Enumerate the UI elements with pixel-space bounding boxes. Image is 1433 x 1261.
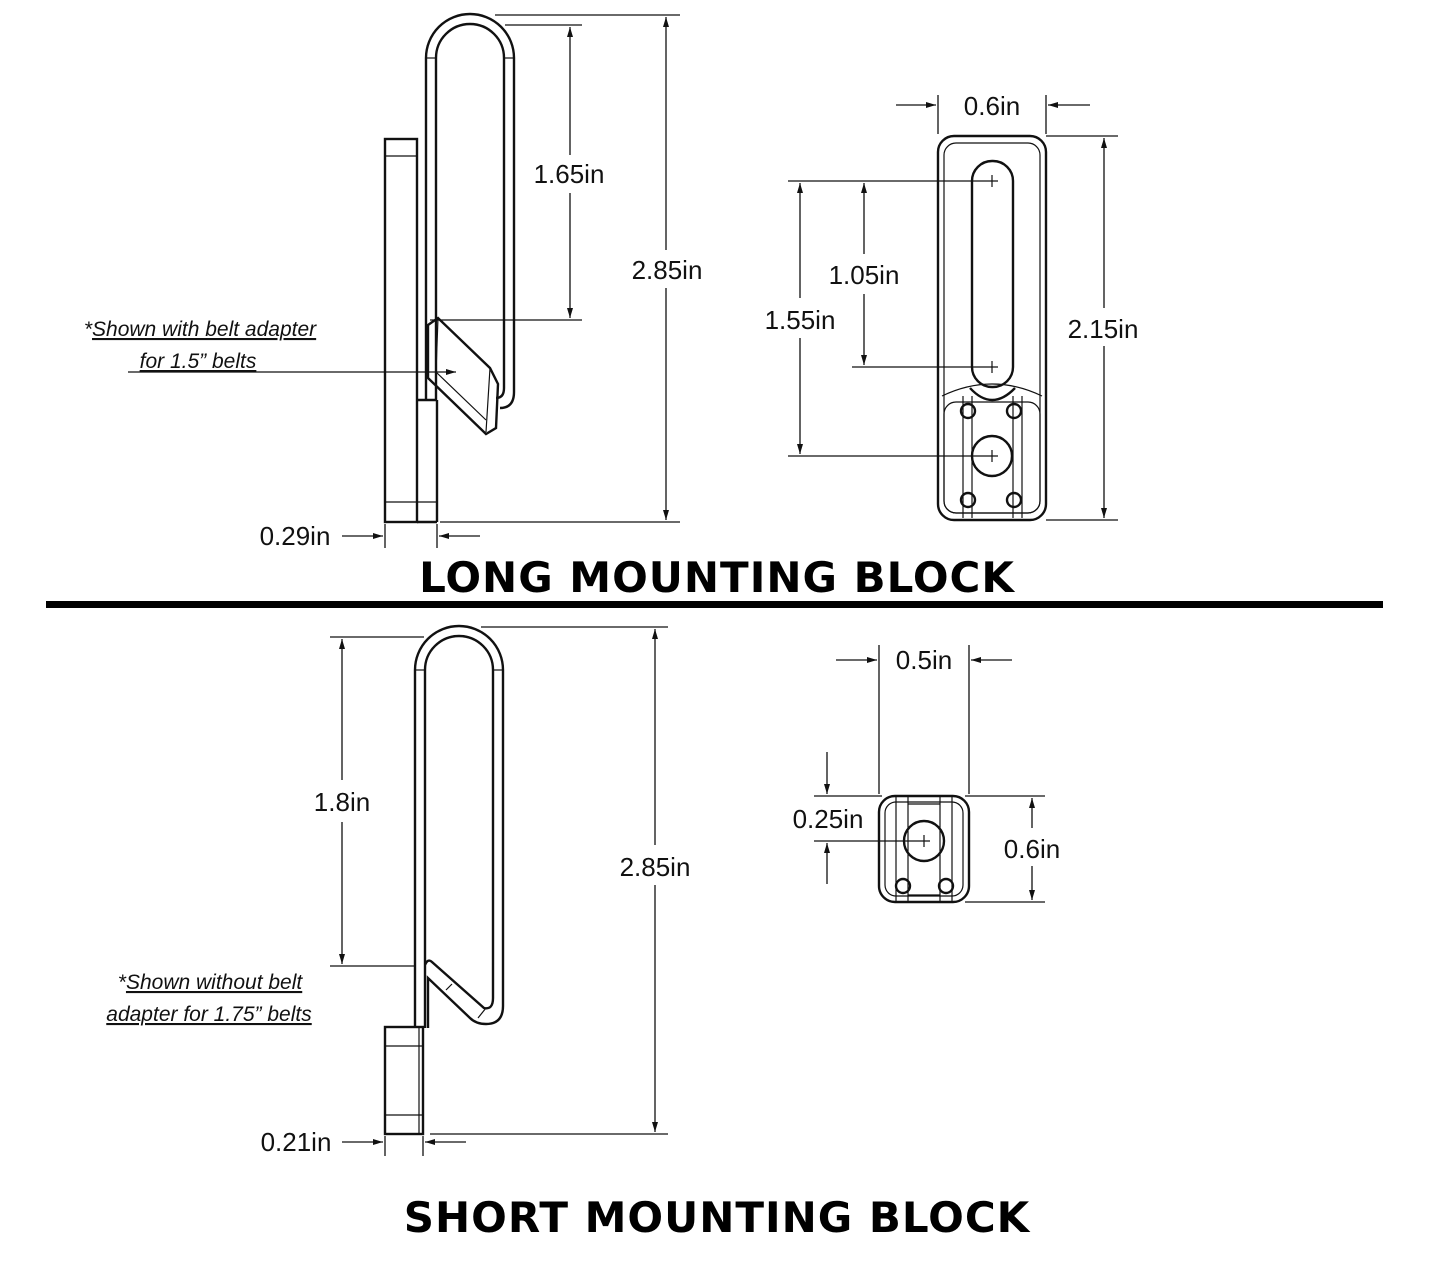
long-hole-offset-label: 1.55in	[765, 305, 836, 335]
long-front-body	[936, 134, 1048, 522]
center-mark	[918, 835, 930, 847]
short-back-plate	[383, 1025, 425, 1136]
short-inner-height-label: 1.8in	[314, 787, 370, 817]
long-note-line2: for 1.5” belts	[140, 350, 257, 373]
short-front-body	[877, 794, 971, 904]
note-text: Shown without belt	[126, 971, 303, 994]
long-inner-height-label: 1.65in	[534, 159, 605, 189]
note-text: Shown with belt adapter	[92, 318, 317, 341]
long-side-view: 1.65in 2.85in 0.29in *Shown with belt ad…	[84, 12, 703, 551]
short-overall-height-label: 2.85in	[620, 852, 691, 882]
short-note-line2: adapter for 1.75” belts	[106, 1003, 312, 1026]
long-slot-length-label: 1.05in	[829, 260, 900, 290]
long-clip	[424, 12, 516, 410]
long-section-title: LONG MOUNTING BLOCK	[419, 553, 1015, 602]
long-width-label: 0.6in	[964, 91, 1020, 121]
section-divider	[46, 601, 1383, 608]
short-section-title: SHORT MOUNTING BLOCK	[404, 1193, 1031, 1242]
long-note-line1: *Shown with belt adapter	[84, 318, 317, 341]
short-thickness-label: 0.21in	[261, 1127, 332, 1157]
long-height-label: 2.15in	[1068, 314, 1139, 344]
long-belt-adapter	[426, 316, 500, 436]
short-side-view: 1.8in 2.85in 0.21in *Shown without belt …	[106, 624, 691, 1157]
short-front-view: 0.5in 0.6in 0.25in	[793, 645, 1060, 904]
long-thickness-label: 0.29in	[260, 521, 331, 551]
short-hole-offset-label: 0.25in	[793, 804, 864, 834]
long-back-plate	[383, 137, 439, 524]
short-width-label: 0.5in	[896, 645, 952, 675]
note-asterisk: *	[118, 971, 127, 994]
long-front-view: 0.6in 2.15in 1.05in 1.55in	[765, 91, 1139, 522]
note-asterisk: *	[84, 318, 93, 341]
short-height-label: 0.6in	[1004, 834, 1060, 864]
short-clip	[413, 624, 505, 1028]
center-marks	[986, 175, 998, 462]
short-note-line1: *Shown without belt	[118, 971, 304, 994]
long-overall-height-label: 2.85in	[632, 255, 703, 285]
